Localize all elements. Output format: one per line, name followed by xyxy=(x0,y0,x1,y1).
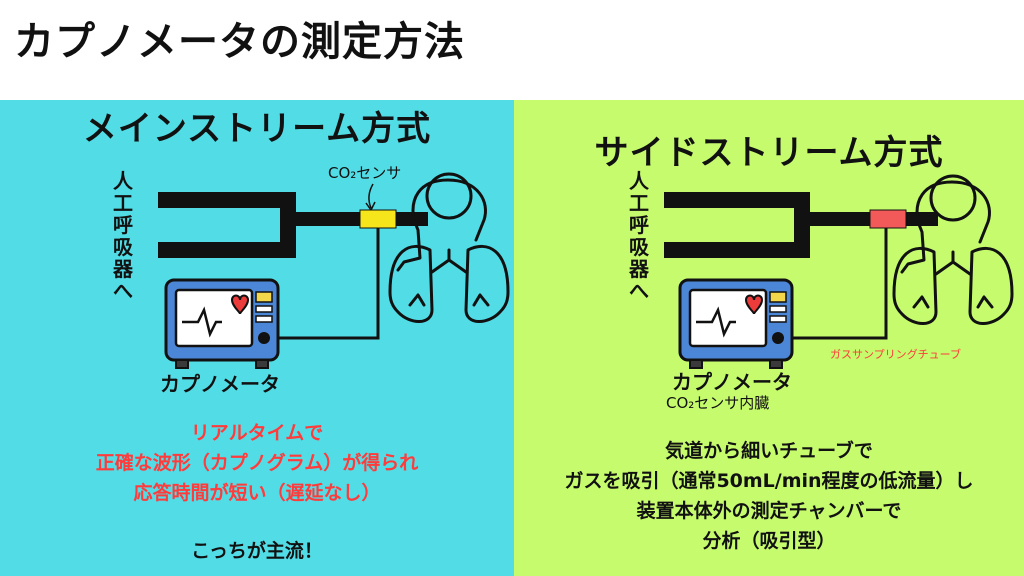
mainstream-title: メインストリーム方式 xyxy=(82,109,432,149)
mainstream-panel: メインストリーム方式 人工呼吸器へ CO₂センサ xyxy=(0,100,514,576)
description-line: 応答時間が短い（遅延なし） xyxy=(133,482,381,504)
capnometer-label: カプノメータ xyxy=(672,370,792,394)
co2-sensor xyxy=(359,209,397,229)
description-line: リアルタイムで xyxy=(190,422,324,444)
lungs-icon xyxy=(388,172,510,323)
sensor-arrow xyxy=(368,183,374,209)
sidestream-diagram xyxy=(664,174,1014,369)
sidestream-description: 気道から細いチューブで ガスを吸引（通常50mL/min程度の低流量）し 装置本… xyxy=(514,436,1024,556)
sidestream-title: サイドストリーム方式 xyxy=(594,133,944,173)
mainstream-description: リアルタイムで 正確な波形（カプノグラム）が得られ 応答時間が短い（遅延なし） xyxy=(0,418,514,508)
capnometer-monitor-icon xyxy=(164,278,280,369)
ventilator-label: 人工呼吸器へ xyxy=(113,169,133,303)
gas-sampling-tube-label: ガスサンプリングチューブ xyxy=(830,348,962,361)
description-line: 分析（吸引型） xyxy=(702,530,836,552)
ventilator-label: 人工呼吸器へ xyxy=(629,169,649,303)
page-title: カプノメータの測定方法 xyxy=(14,19,465,65)
mainstream-note: こっちが主流！ xyxy=(191,540,323,562)
description-line: 正確な波形（カプノグラム）が得られ xyxy=(95,452,419,474)
co2-sensor-label: CO₂センサ xyxy=(328,164,402,182)
sidestream-panel: サイドストリーム方式 人工呼吸器へ xyxy=(514,100,1024,576)
description-line: 装置本体外の測定チャンバーで xyxy=(636,500,902,522)
co2-sensor-builtin-label: CO₂センサ内臓 xyxy=(666,394,770,412)
sampling-connector xyxy=(869,209,907,229)
mainstream-diagram xyxy=(158,172,510,369)
sensor-cable xyxy=(262,228,380,340)
description-line: ガスを吸引（通常50mL/min程度の低流量）し xyxy=(564,470,974,492)
description-line: 気道から細いチューブで xyxy=(665,440,873,462)
lungs-icon xyxy=(892,174,1014,325)
capnometer-monitor-icon xyxy=(678,278,794,369)
gas-sampling-tube xyxy=(776,228,888,340)
capnometer-label: カプノメータ xyxy=(160,372,280,396)
